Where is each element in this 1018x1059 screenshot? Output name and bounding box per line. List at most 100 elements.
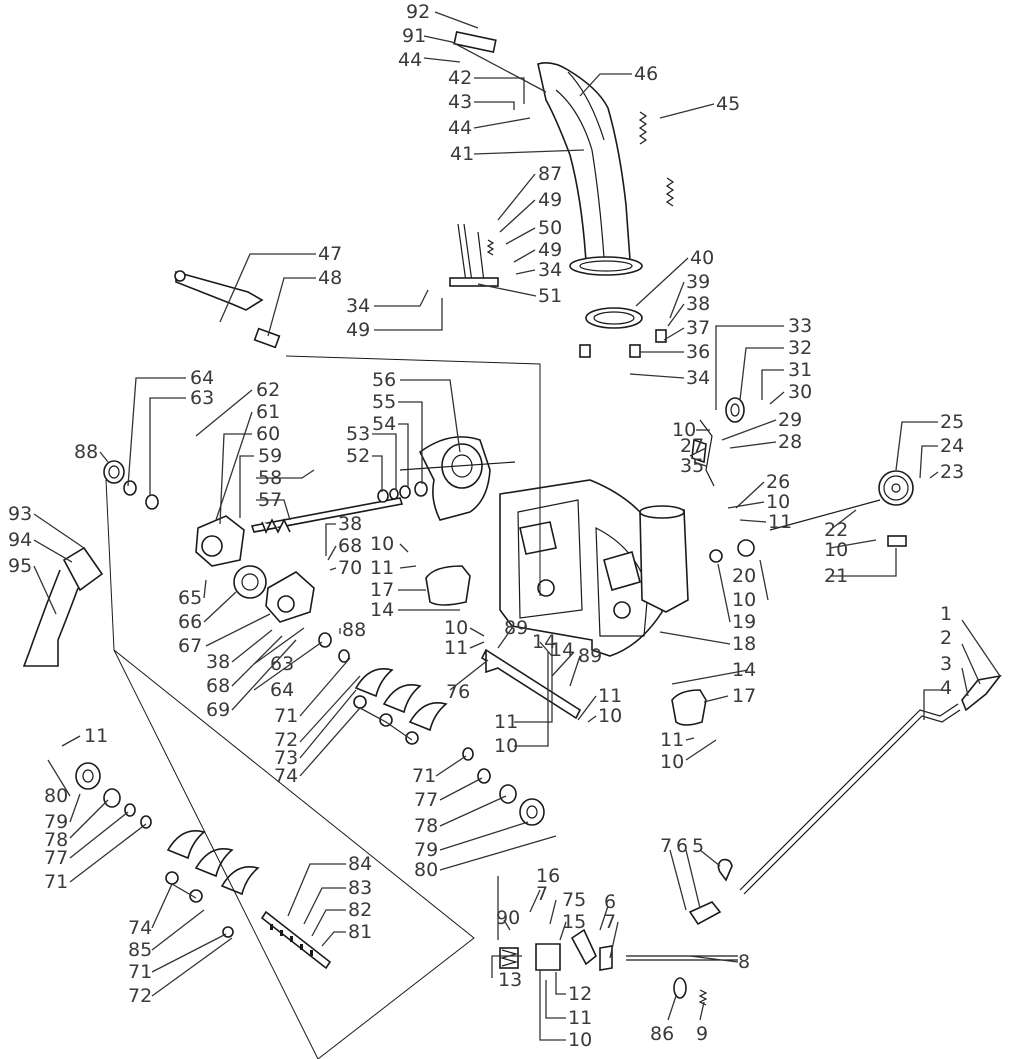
callout-72-a: 72 [274, 729, 298, 751]
leader-lines [33, 11, 1001, 1041]
callout-49-b: 49 [538, 239, 562, 261]
callout-69: 69 [206, 699, 230, 721]
callout-7-c: 7 [604, 911, 616, 933]
callout-39: 39 [686, 271, 710, 293]
callout-10-g: 10 [598, 705, 622, 727]
callout-10-i: 10 [660, 751, 684, 773]
callout-63: 63 [190, 387, 214, 409]
callout-77-a: 77 [414, 789, 438, 811]
callout-79-a: 79 [414, 839, 438, 861]
callout-82: 82 [348, 899, 372, 921]
callout-85: 85 [128, 939, 152, 961]
callout-77-b: 77 [44, 847, 68, 869]
callout-68-a: 68 [338, 535, 362, 557]
callout-80-b: 80 [44, 785, 68, 807]
callout-53: 53 [346, 423, 370, 445]
callout-43: 43 [448, 91, 472, 113]
callout-15: 15 [562, 911, 586, 933]
callout-71-c: 71 [44, 871, 68, 893]
callout-10-e: 10 [370, 533, 394, 555]
callout-11-g: 11 [84, 725, 108, 747]
callout-12: 12 [568, 983, 592, 1005]
callout-3: 3 [940, 653, 952, 675]
callout-10-j: 10 [494, 735, 518, 757]
callout-14-b: 14 [532, 631, 556, 653]
callout-27: 27 [680, 435, 704, 457]
callout-49-c: 49 [346, 319, 370, 341]
callout-38: 38 [686, 293, 710, 315]
callout-48: 48 [318, 267, 342, 289]
callout-4: 4 [940, 677, 952, 699]
callout-52: 52 [346, 445, 370, 467]
callout-13: 13 [498, 969, 522, 991]
callout-45: 45 [716, 93, 740, 115]
callout-10-c: 10 [824, 539, 848, 561]
callout-41: 41 [450, 143, 474, 165]
callout-24: 24 [940, 435, 964, 457]
callout-92: 92 [406, 1, 430, 23]
callout-57: 57 [258, 489, 282, 511]
callout-32: 32 [788, 337, 812, 359]
callout-21: 21 [824, 565, 848, 587]
callout-63-b: 63 [270, 653, 294, 675]
callout-78-a: 78 [414, 815, 438, 837]
callout-60: 60 [256, 423, 280, 445]
callout-68-b: 68 [206, 675, 230, 697]
callout-71-a: 71 [274, 705, 298, 727]
callout-71-d: 71 [128, 961, 152, 983]
callout-6-b: 6 [604, 891, 616, 913]
callout-51: 51 [538, 285, 562, 307]
callout-80-a: 80 [414, 859, 438, 881]
callout-33: 33 [788, 315, 812, 337]
callout-14-c: 14 [550, 639, 574, 661]
parts-drawings [22, 31, 1002, 1059]
callout-84: 84 [348, 853, 372, 875]
callout-10-k: 10 [568, 1029, 592, 1051]
callout-5: 5 [692, 835, 704, 857]
callout-94: 94 [8, 529, 32, 551]
callout-90: 90 [496, 907, 520, 929]
callout-25: 25 [940, 411, 964, 433]
callout-10-a: 10 [672, 419, 696, 441]
callout-31: 31 [788, 359, 812, 381]
callout-73: 73 [274, 747, 298, 769]
callout-64-b: 64 [270, 679, 294, 701]
callout-8: 8 [738, 951, 750, 973]
callout-17-b: 17 [732, 685, 756, 707]
callout-56: 56 [372, 369, 396, 391]
callout-30: 30 [788, 381, 812, 403]
callout-54: 54 [372, 413, 396, 435]
callout-74-a: 74 [274, 765, 298, 787]
callout-38-a: 38 [338, 513, 362, 535]
callout-14-d: 14 [732, 659, 756, 681]
callout-87: 87 [538, 163, 562, 185]
callout-46: 46 [634, 63, 658, 85]
callout-81: 81 [348, 921, 372, 943]
callout-65: 65 [178, 587, 202, 609]
callout-11-h: 11 [568, 1007, 592, 1029]
callout-7-a: 7 [660, 835, 672, 857]
callout-22: 22 [824, 519, 848, 541]
callout-93: 93 [8, 503, 32, 525]
callout-88-b: 88 [342, 619, 366, 641]
callout-9: 9 [696, 1023, 708, 1045]
callout-95: 95 [8, 555, 32, 577]
callout-44-b: 44 [448, 117, 472, 139]
callout-35: 35 [680, 455, 704, 477]
callout-26: 26 [766, 471, 790, 493]
callout-83: 83 [348, 877, 372, 899]
callout-47: 47 [318, 243, 342, 265]
callout-72-b: 72 [128, 985, 152, 1007]
callout-61: 61 [256, 401, 280, 423]
callout-40: 40 [690, 247, 714, 269]
callout-59: 59 [258, 445, 282, 467]
callout-79-b: 79 [44, 811, 68, 833]
callout-50: 50 [538, 217, 562, 239]
callout-10-b: 10 [766, 491, 790, 513]
callout-10-d: 10 [732, 589, 756, 611]
callout-55: 55 [372, 391, 396, 413]
callout-89-b: 89 [578, 645, 602, 667]
callout-2: 2 [940, 627, 952, 649]
callout-49: 49 [538, 189, 562, 211]
